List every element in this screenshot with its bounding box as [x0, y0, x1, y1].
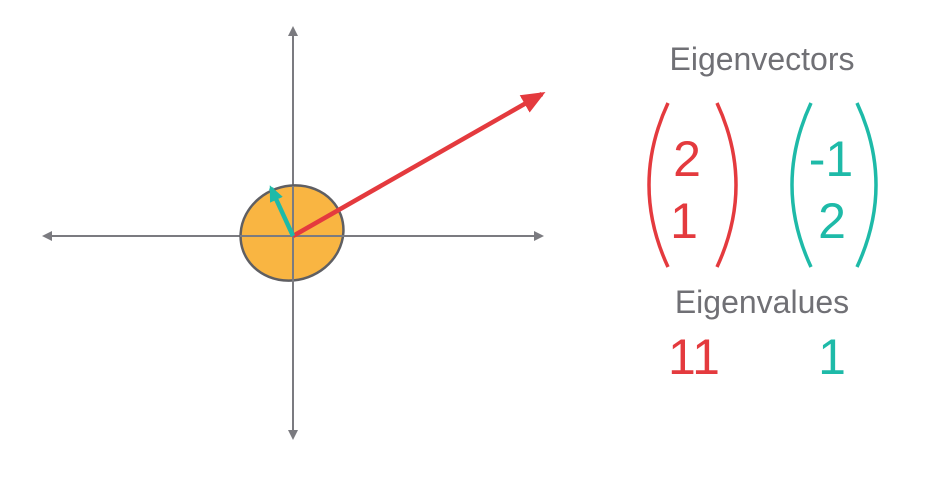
eigenvectors-heading: Eigenvectors	[670, 41, 855, 77]
teal-vector-bottom: 2	[818, 193, 846, 249]
red-right-paren	[715, 102, 738, 268]
red-eigenvector-arrow	[291, 92, 546, 238]
teal-right-paren	[855, 102, 878, 268]
red-vector-bottom: 1	[670, 193, 698, 249]
teal-left-paren	[790, 102, 813, 268]
red-eigenvalue: 11	[668, 329, 720, 385]
red-eigenvector: 2 1	[647, 102, 738, 268]
red-left-paren	[647, 102, 670, 268]
teal-eigenvector-arrow	[268, 185, 296, 237]
teal-vector-top: -1	[809, 131, 853, 187]
red-vector-top: 2	[673, 131, 701, 187]
teal-eigenvalue: 1	[818, 329, 846, 385]
eigenvalues-heading: Eigenvalues	[675, 284, 849, 320]
teal-eigenvector: -1 2	[790, 102, 878, 268]
